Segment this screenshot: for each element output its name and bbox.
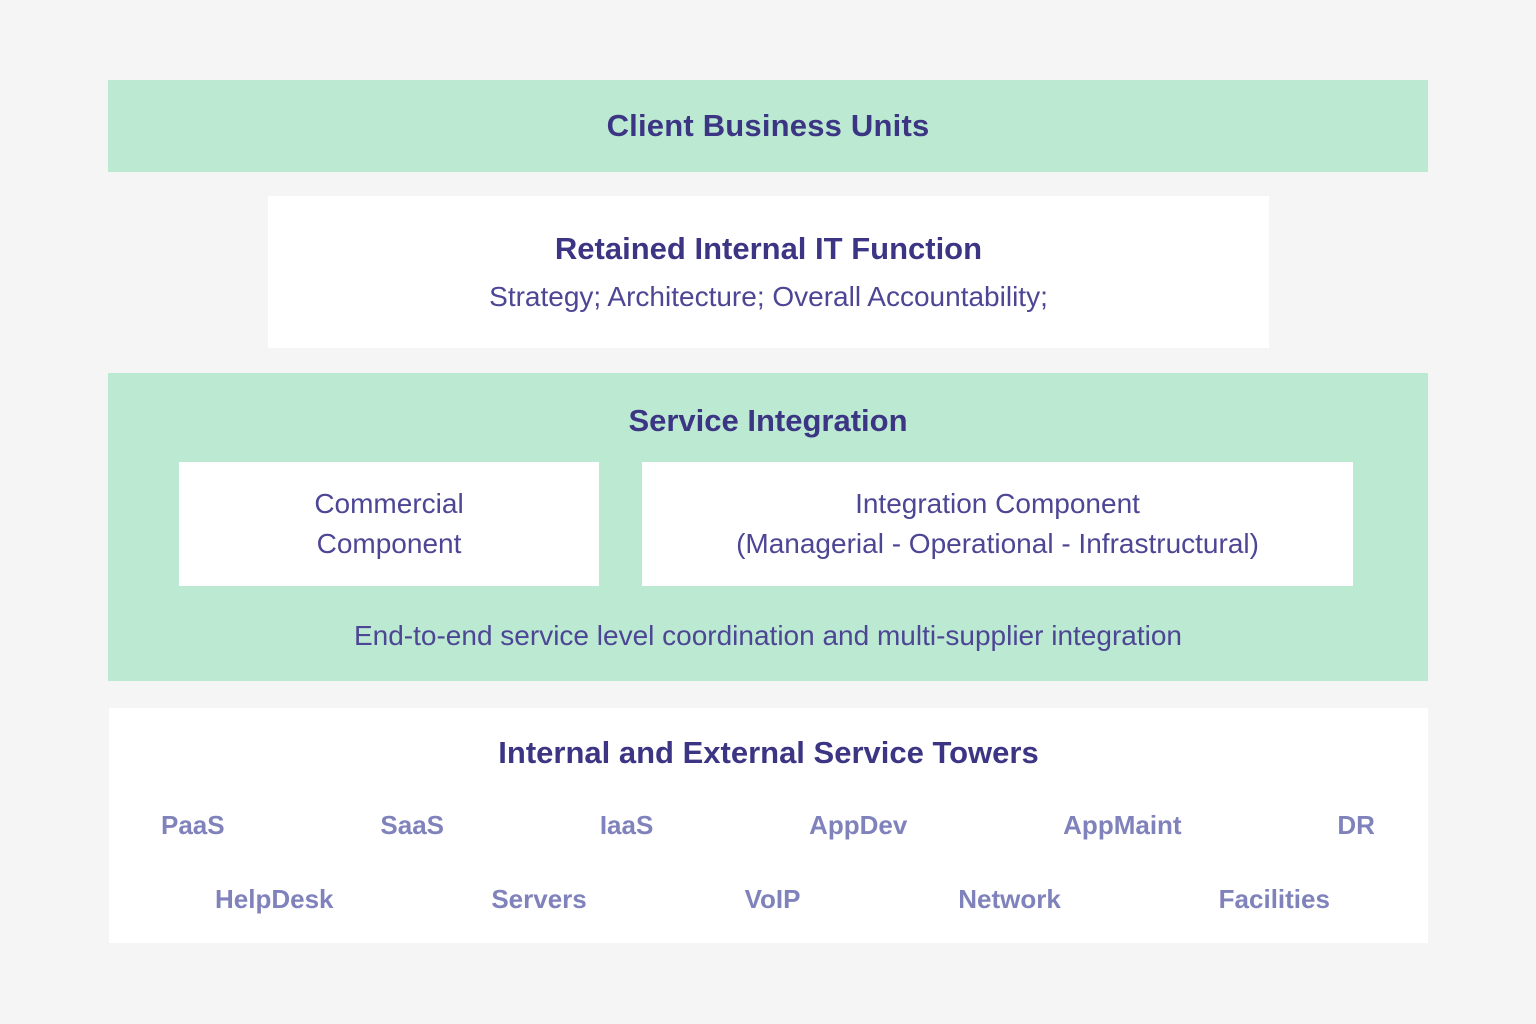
tower-saas: SaaS [380,810,445,840]
commercial-component-line2: Component [316,528,462,559]
service-towers-row-2: HelpDesk Servers VoIP Network Facilities [109,884,1428,914]
client-business-units-band: Client Business Units [108,80,1428,172]
service-integration-title: Service Integration [628,403,908,438]
commercial-component-line1: Commercial [314,488,464,519]
integration-component-box: Integration Component (Managerial - Oper… [642,462,1353,586]
tower-network: Network [958,884,1061,914]
service-towers-row-1: PaaS SaaS IaaS AppDev AppMaint DR [109,810,1428,840]
service-integration-components: Commercial Component Integration Compone… [179,462,1353,586]
service-integration-band: Service Integration Commercial Component… [108,373,1428,681]
retained-it-function-box: Retained Internal IT Function Strategy; … [268,196,1269,348]
tower-appmaint: AppMaint [1063,810,1182,840]
integration-component-line1: Integration Component [855,488,1140,519]
service-integration-footer: End-to-end service level coordination an… [353,620,1182,651]
retained-it-function-title: Retained Internal IT Function [554,231,983,266]
tower-appdev: AppDev [809,810,908,840]
client-business-units-title: Client Business Units [606,108,930,143]
integration-component-line2: (Managerial - Operational - Infrastructu… [736,528,1259,559]
service-towers-title: Internal and External Service Towers [498,735,1039,770]
retained-it-function-subtitle: Strategy; Architecture; Overall Accounta… [489,281,1048,312]
tower-facilities: Facilities [1218,884,1330,914]
commercial-component-box: Commercial Component [179,462,599,586]
tower-voip: VoIP [744,884,801,914]
tower-paas: PaaS [161,810,225,840]
tower-helpdesk: HelpDesk [215,884,334,914]
tower-iaas: IaaS [599,810,654,840]
tower-dr: DR [1337,810,1375,840]
tower-servers: Servers [491,884,587,914]
service-towers-box: Internal and External Service Towers Paa… [109,708,1428,943]
